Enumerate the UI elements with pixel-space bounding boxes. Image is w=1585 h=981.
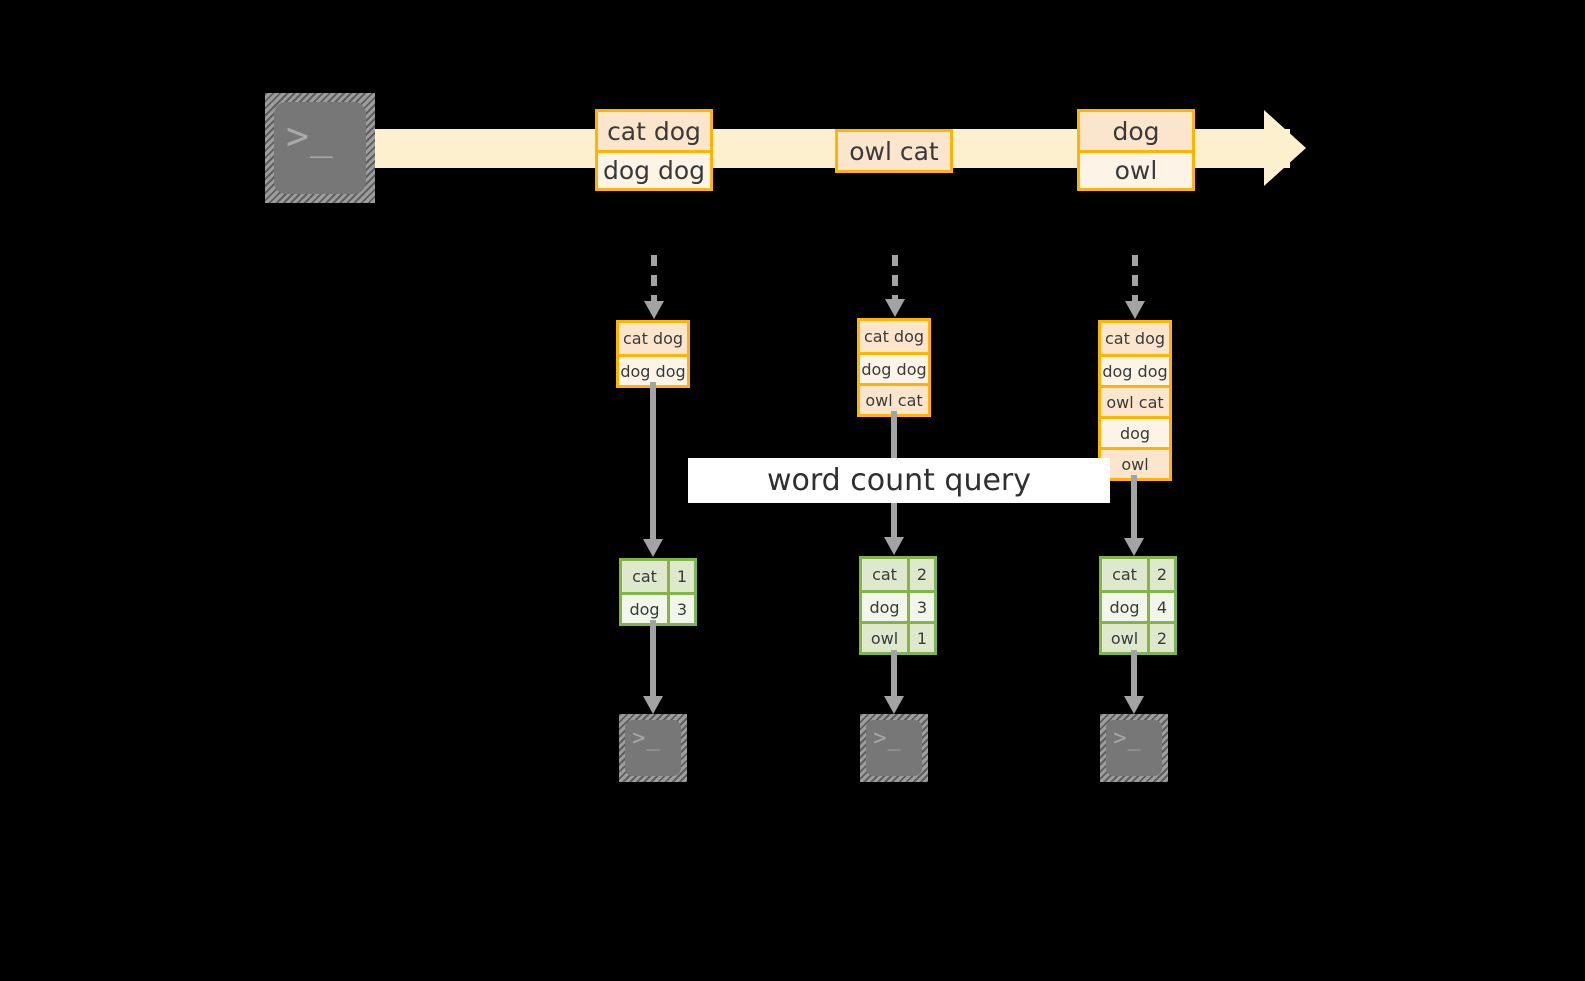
accumulated-record-line: cat dog: [619, 323, 687, 354]
result-count: 2: [907, 559, 934, 590]
terminal-screen: >_: [274, 102, 366, 194]
accumulated-record-line: dog dog: [1101, 354, 1169, 385]
result-word: cat: [622, 561, 667, 592]
terminal-screen: >_: [866, 720, 922, 776]
stream-arrowhead: [1264, 110, 1306, 186]
terminal-prompt-glyph: >_: [1113, 725, 1142, 751]
result-count: 2: [1147, 559, 1174, 590]
accumulated-record-line: dog dog: [860, 352, 928, 383]
table-row: cat 2: [862, 559, 934, 590]
table-row: owl 1: [862, 621, 934, 652]
table-row: cat 2: [1102, 559, 1174, 590]
result-word: cat: [862, 559, 907, 590]
stream-record-line: owl: [1080, 150, 1192, 188]
result-count: 4: [1147, 593, 1174, 621]
stream-record-line: dog dog: [598, 150, 710, 188]
source-terminal-icon[interactable]: >_: [265, 93, 375, 203]
stream-record-1: cat dog dog dog: [595, 109, 713, 191]
table-row: dog 3: [862, 590, 934, 621]
table-row: cat 1: [622, 561, 694, 592]
stream-record-3: dog owl: [1077, 109, 1195, 191]
query-label-text: word count query: [766, 463, 1032, 498]
terminal-screen: >_: [1106, 720, 1162, 776]
sink-terminal-icon-3[interactable]: >_: [1100, 714, 1168, 782]
stream-record-2: owl cat: [835, 129, 953, 173]
result-table-2: cat 2 dog 3 owl 1: [859, 556, 937, 655]
accumulated-record-line: dog: [1101, 416, 1169, 447]
result-count: 1: [667, 561, 694, 592]
result-table-1: cat 1 dog 3: [619, 558, 697, 626]
query-label-band: word count query: [688, 458, 1110, 503]
result-word: dog: [862, 593, 907, 621]
terminal-prompt-glyph: >_: [285, 113, 334, 158]
result-word: owl: [1102, 624, 1147, 652]
accumulated-record-line: dog dog: [619, 354, 687, 385]
accumulated-records-1: cat dog dog dog: [616, 320, 690, 388]
accumulated-record-line: cat dog: [1101, 323, 1169, 354]
accumulated-records-3: cat dog dog dog owl cat dog owl: [1098, 320, 1172, 481]
accumulated-record-line: owl: [1101, 447, 1169, 478]
result-word: cat: [1102, 559, 1147, 590]
result-count: 2: [1147, 624, 1174, 652]
accumulated-record-line: cat dog: [860, 321, 928, 352]
stream-record-line: dog: [1080, 112, 1192, 150]
terminal-prompt-glyph: >_: [632, 725, 661, 751]
result-count: 3: [667, 595, 694, 623]
result-word: dog: [622, 595, 667, 623]
accumulated-record-line: owl cat: [1101, 385, 1169, 416]
result-count: 1: [907, 624, 934, 652]
result-word: dog: [1102, 593, 1147, 621]
accumulated-record-line: owl cat: [860, 383, 928, 414]
stream-record-line: cat dog: [598, 112, 710, 150]
result-word: owl: [862, 624, 907, 652]
accumulated-records-2: cat dog dog dog owl cat: [857, 318, 931, 417]
table-row: dog 3: [622, 592, 694, 623]
sink-terminal-icon-1[interactable]: >_: [619, 714, 687, 782]
table-row: owl 2: [1102, 621, 1174, 652]
result-count: 3: [907, 593, 934, 621]
stream-record-line: owl cat: [838, 132, 950, 170]
terminal-screen: >_: [625, 720, 681, 776]
sink-terminal-icon-2[interactable]: >_: [860, 714, 928, 782]
terminal-prompt-glyph: >_: [873, 725, 902, 751]
result-table-3: cat 2 dog 4 owl 2: [1099, 556, 1177, 655]
table-row: dog 4: [1102, 590, 1174, 621]
